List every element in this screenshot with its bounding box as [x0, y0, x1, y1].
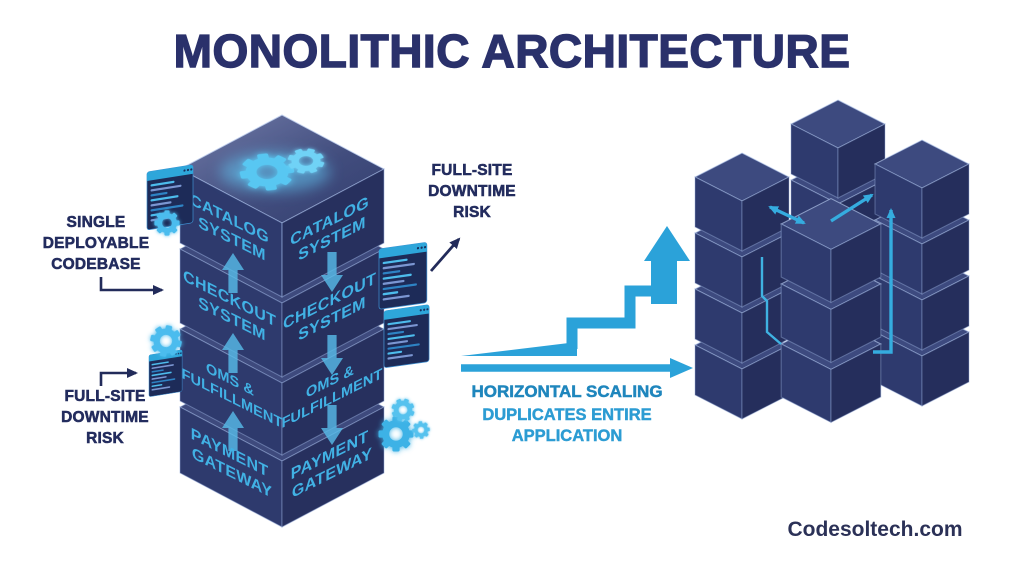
- label-single-deployable-codebase: SINGLE DEPLOYABLE CODEBASE: [26, 212, 166, 275]
- monolith-stack: CATALOG SYSTEM CATALOG SYSTEM CHECKOUT S…: [178, 114, 386, 528]
- code-panel-icon: [383, 304, 430, 369]
- staircase-growth-icon: [461, 226, 690, 356]
- label-horizontal-scaling: HORIZONTAL SCALING: [471, 382, 663, 402]
- scaled-cube-cluster: [694, 99, 970, 423]
- layer-right-face: [281, 328, 385, 456]
- label-line: DUPLICATES ENTIRE: [482, 406, 652, 424]
- diagonal-arrow-downtime-right: [429, 237, 461, 272]
- label-line: RISK: [453, 204, 491, 222]
- circuit-trace: [760, 257, 782, 345]
- elbow-arrow-downtime-left: [99, 368, 138, 386]
- label-line: DEPLOYABLE: [42, 235, 150, 253]
- elbow-arrow-single-deployable: [99, 277, 164, 295]
- code-panel-icon: [378, 241, 428, 310]
- label-line: RISK: [86, 430, 124, 448]
- page-title: MONOLITHIC ARCHITECTURE: [173, 24, 851, 77]
- label-full-site-downtime-risk-right: FULL-SITE DOWNTIME RISK: [402, 160, 542, 223]
- vertical-arrow-icon: [873, 208, 896, 354]
- label-full-site-downtime-risk-left: FULL-SITE DOWNTIME RISK: [35, 386, 175, 449]
- label-duplicates-entire-application: DUPLICATES ENTIRE APPLICATION: [447, 405, 687, 447]
- double-arrow-icon: [768, 205, 806, 225]
- layer-right-face: [281, 406, 385, 528]
- label-line: APPLICATION: [511, 427, 623, 445]
- label-line: DOWNTIME: [61, 409, 149, 427]
- label-line: SINGLE: [66, 214, 126, 232]
- label-line: CODEBASE: [51, 256, 141, 274]
- label-line: FULL-SITE: [64, 388, 146, 406]
- label-line: DOWNTIME: [428, 183, 516, 201]
- diagonal-arrow-icon: [830, 193, 874, 223]
- watermark: Codesoltech.com: [787, 518, 963, 541]
- label-line: FULL-SITE: [431, 162, 513, 180]
- gear-icon: [379, 417, 414, 452]
- gear-icon: [406, 415, 436, 445]
- horizontal-scaling-arrow: [461, 358, 693, 378]
- layer-right-face: [281, 168, 385, 298]
